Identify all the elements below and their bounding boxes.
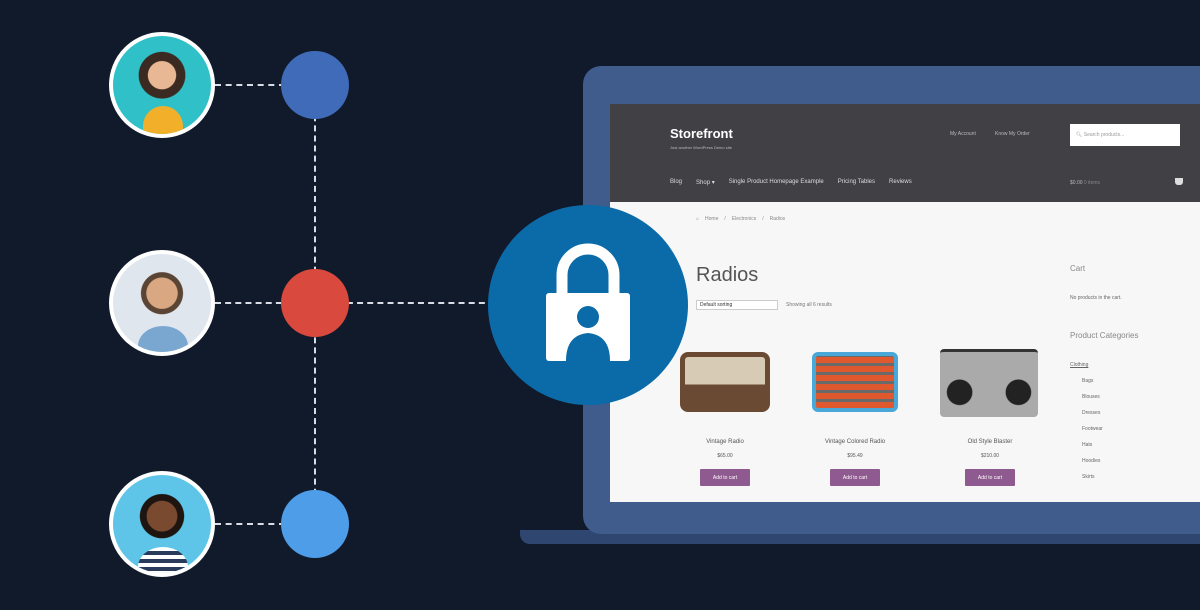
cart-summary[interactable]: $0.00 0 items: [1070, 180, 1101, 186]
product-name[interactable]: Old Style Blaster: [967, 439, 1013, 445]
avatar-man: [109, 250, 215, 356]
connector-bottom: [215, 523, 285, 525]
add-to-cart-button[interactable]: Add to cart: [965, 469, 1015, 486]
category-item[interactable]: Hats: [1082, 442, 1093, 448]
avatar-woman-smiling: [109, 471, 215, 577]
nav-shop[interactable]: Shop ▾: [696, 180, 715, 186]
product-name[interactable]: Vintage Colored Radio: [824, 439, 886, 445]
search-input[interactable]: 🔍︎ Search products...: [1070, 124, 1180, 146]
category-item[interactable]: Footwear: [1082, 426, 1103, 432]
nav-blog[interactable]: Blog: [670, 179, 683, 185]
store-tagline: Just another WordPress Demo site: [670, 145, 732, 150]
add-to-cart-button[interactable]: Add to cart: [700, 469, 750, 486]
home-icon: ⌂: [696, 216, 700, 222]
result-count: Showing all 6 results: [786, 302, 832, 308]
link-track-order[interactable]: Know My Order: [995, 131, 1030, 137]
basket-icon[interactable]: [1175, 178, 1183, 185]
category-item[interactable]: Blouses: [1082, 394, 1100, 400]
product-card: Vintage Colored Radio $95.49 Add to cart: [800, 349, 910, 486]
product-name[interactable]: Vintage Radio: [706, 439, 744, 445]
product-image-vintage-radio[interactable]: [680, 352, 770, 412]
nav-reviews[interactable]: Reviews: [889, 179, 912, 185]
add-to-cart-button[interactable]: Add to cart: [830, 469, 880, 486]
product-image-colored-radio[interactable]: [812, 352, 898, 412]
node-middle: [281, 269, 349, 337]
categories-title: Product Categories: [1070, 331, 1139, 340]
node-bottom: [281, 490, 349, 558]
avatar-woman-hat: [109, 32, 215, 138]
category-item[interactable]: Hoodies: [1082, 458, 1101, 464]
cart-widget-title: Cart: [1070, 264, 1086, 273]
cart-empty-text: No products in the cart.: [1070, 295, 1122, 301]
product-price: $95.49: [847, 453, 863, 459]
category-item[interactable]: Bags: [1082, 378, 1094, 384]
product-price: $65.00: [717, 453, 733, 459]
laptop-screen: Storefront Just another WordPress Demo s…: [610, 104, 1200, 502]
nav-single-product[interactable]: Single Product Homepage Example: [728, 179, 824, 185]
breadcrumb: ⌂ Home/ Electronics/ Radios: [696, 216, 786, 222]
user-lock-icon: [546, 243, 630, 361]
link-my-account[interactable]: My Account: [950, 131, 976, 137]
store-header: Storefront Just another WordPress Demo s…: [610, 104, 1200, 202]
category-item[interactable]: Dresses: [1082, 410, 1101, 416]
category-item[interactable]: Clothing: [1070, 362, 1089, 368]
store-title[interactable]: Storefront: [670, 126, 733, 141]
page-title: Radios: [696, 264, 759, 286]
category-item[interactable]: Skirts: [1082, 474, 1095, 480]
connector-middle: [215, 302, 495, 304]
product-price: $210.00: [980, 453, 1000, 459]
product-card: Vintage Radio $65.00 Add to cart: [670, 349, 780, 486]
product-image-boombox[interactable]: [940, 349, 1038, 417]
nav-pricing[interactable]: Pricing Tables: [837, 179, 876, 185]
product-card: Old Style Blaster $210.00 Add to cart: [935, 349, 1045, 486]
sort-select[interactable]: Default sorting: [696, 300, 778, 310]
sidebar: Cart No products in the cart. Product Ca…: [1070, 264, 1200, 480]
node-top: [281, 51, 349, 119]
lock-badge: [488, 205, 688, 405]
search-placeholder: Search products...: [1083, 132, 1125, 138]
main-nav: Blog Shop ▾ Single Product Homepage Exam…: [670, 179, 912, 186]
connector-top: [215, 84, 285, 86]
